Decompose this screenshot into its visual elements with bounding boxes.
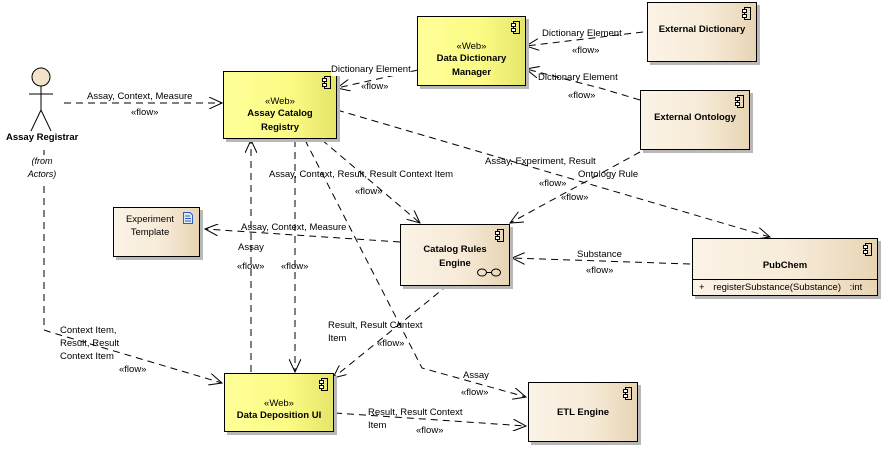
flow-f7-connector[interactable] [321,139,420,223]
component-icon [863,243,872,256]
flow-f11-connector[interactable] [512,258,691,265]
component-icon [319,378,328,391]
stereotype-label: «Web» [456,41,487,52]
stereotype-label: «Web» [265,96,295,107]
flow-f6-label: Ontology Rule [578,169,639,180]
node-title-line2: Registry [260,122,299,133]
actor-package-note: (from Actors) [22,155,62,181]
flow-f3-connector[interactable] [526,31,644,46]
component-icon [495,229,504,242]
flow-f3-stereotype: «flow» [572,45,600,56]
flow-f12-stereotype: «flow» [377,338,405,349]
flow-f9-stereotype: «flow» [237,261,265,272]
component-icon [735,95,744,108]
flow-f13-label-line2: Result, Result [60,338,120,349]
node-title: Assay Catalog [247,108,313,119]
flow-f2-label: Dictionary Element [331,64,411,76]
flow-f3-label: Dictionary Element [542,28,622,39]
flow-f1-label: Assay, Context, Measure [87,91,193,102]
node-title: ETL Engine [556,407,610,418]
node-data-deposition-ui[interactable]: «Web» Data Deposition UI [224,373,334,432]
node-title-line2: Engine [439,258,471,269]
flow-f13-label-line3: Context Item [60,351,114,362]
node-title-line2: Manager [451,67,492,78]
document-icon [183,212,193,224]
flow-f4-label: Dictionary Element [538,72,618,83]
node-title: PubChem [762,260,808,271]
flow-f14-connector[interactable] [304,139,526,397]
node-experiment-template[interactable]: Experiment Template [113,207,200,257]
actor-note-line1: (from [31,156,53,166]
actor-name: Assay Registrar [6,132,79,143]
flow-f15-connector[interactable] [334,412,526,426]
node-pubchem[interactable]: PubChem + registerSubstance(Substance) :… [692,238,878,296]
flow-f1-stereotype: «flow» [131,107,159,118]
operation-name: registerSubstance(Substance) [713,282,841,293]
flow-f10-stereotype: «flow» [281,261,309,272]
node-title-line2: Template [130,227,170,238]
flow-f12-label-line2: Item [328,333,347,344]
flow-f15-label-line1: Result, Result Context [368,407,463,418]
flow-f8-label: Assay, Context, Measure [241,222,347,233]
node-external-dictionary[interactable]: External Dictionary [647,2,757,62]
node-title: Data Dictionary [436,53,507,64]
node-title: Catalog Rules [423,244,487,255]
node-title: External Ontology [654,112,736,123]
flow-f8-connector[interactable] [205,229,401,243]
flow-f14-label: Assay [463,370,489,381]
flow-f12-connector[interactable] [333,284,449,378]
component-icon [322,76,331,89]
flow-f6-connector[interactable] [510,151,641,223]
actor-head [31,67,51,87]
flow-f2-stereotype: «flow» [361,81,389,92]
component-icon [742,7,751,20]
node-assay-catalog-registry[interactable]: «Web» Assay Catalog Registry [223,71,337,139]
operation-return: :int [849,282,863,293]
flow-f5-label: Assay, Experiment, Result [485,156,596,167]
node-etl-engine[interactable]: ETL Engine [528,382,638,442]
flow-f11-label: Substance [577,249,622,260]
node-title: Experiment [125,214,175,225]
node-title: External Dictionary [658,24,746,35]
flow-f5-connector[interactable] [336,109,770,237]
flow-f13-stereotype: «flow» [119,364,147,375]
actor-note-line2: Actors) [27,169,57,179]
node-catalog-rules-engine[interactable]: Catalog Rules Engine [400,224,510,286]
stereotype-label: «Web» [264,398,294,409]
flow-f7-label: Assay, Context, Result, Result Context I… [269,169,454,180]
flow-f4-connector[interactable] [526,69,641,101]
flow-f5-stereotype: «flow» [539,178,567,189]
flow-f9-label: Assay [238,242,264,253]
flow-f15-stereotype: «flow» [416,425,444,436]
operation-row[interactable]: + registerSubstance(Substance) :int [693,279,877,296]
actor-figure[interactable] [29,67,53,132]
flow-f14-stereotype: «flow» [461,387,489,398]
flow-f11-stereotype: «flow» [586,265,614,276]
node-external-ontology[interactable]: External Ontology [640,90,750,150]
interface-link-icon [477,268,501,277]
flow-f13-label-line1: Context Item, [60,325,117,336]
flow-f7-stereotype: «flow» [355,186,383,197]
node-data-dictionary-manager[interactable]: «Web» Data Dictionary Manager [417,16,526,86]
flow-f13-connector[interactable] [43,150,222,383]
flow-f4-stereotype: «flow» [568,90,596,101]
component-icon [623,387,632,400]
component-icon [511,21,520,34]
flow-f15-label-line2: Item [368,420,387,431]
node-title: Data Deposition UI [236,410,322,421]
operation-visibility: + [699,282,705,293]
flow-f6-stereotype: «flow» [561,192,589,203]
flow-f12-label-line1: Result, Result Context [328,320,423,331]
